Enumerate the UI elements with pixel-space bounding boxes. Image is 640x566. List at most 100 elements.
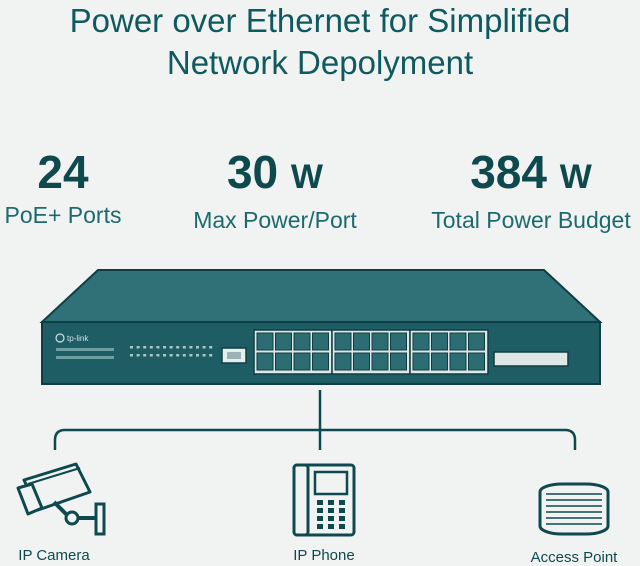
brand-text: tp-link xyxy=(67,334,89,343)
status-led xyxy=(169,346,173,349)
model-label-strip xyxy=(56,356,114,359)
switch-svg: tp-link xyxy=(39,269,603,385)
device-label: IP Camera xyxy=(18,547,90,564)
status-led xyxy=(149,354,153,357)
status-leds xyxy=(130,346,213,357)
status-led xyxy=(156,354,160,357)
keypad-key xyxy=(339,508,345,513)
status-led xyxy=(196,354,199,357)
stat-max-power: 30 W Max Power/Port xyxy=(180,146,370,235)
ethernet-port xyxy=(256,332,274,351)
keypad-key xyxy=(317,500,323,505)
status-led xyxy=(202,354,206,357)
status-led xyxy=(149,346,153,349)
status-led xyxy=(182,354,186,357)
keypad xyxy=(317,500,345,529)
ethernet-port xyxy=(468,352,485,371)
device-ip-camera: IP Camera xyxy=(0,462,124,564)
ethernet-port xyxy=(275,332,292,351)
stat-label: Total Power Budget xyxy=(431,207,631,233)
status-led xyxy=(130,346,133,349)
stat-value: 384 W xyxy=(418,146,640,203)
status-led xyxy=(136,346,140,349)
status-led xyxy=(156,346,160,349)
keypad-key xyxy=(317,508,323,513)
network-switch: tp-link xyxy=(38,268,604,390)
ethernet-port xyxy=(431,332,448,351)
ethernet-port xyxy=(293,332,311,351)
device-ip-phone: IP Phone xyxy=(254,462,394,564)
title-line-2: Network Depolyment xyxy=(166,44,474,81)
ethernet-port xyxy=(275,352,292,371)
ethernet-port xyxy=(468,332,485,351)
keypad-key xyxy=(339,524,345,529)
ip-phone-icon xyxy=(292,463,356,537)
ethernet-port xyxy=(412,352,430,371)
stat-number: 24 xyxy=(37,146,89,198)
stat-power-budget: 384 W Total Power Budget xyxy=(418,146,640,235)
status-led xyxy=(136,354,140,357)
tp-link-logo: tp-link xyxy=(55,333,89,343)
keypad-key xyxy=(328,524,334,529)
status-led xyxy=(143,354,147,357)
console-port-inner xyxy=(227,352,241,359)
branch-line xyxy=(53,428,577,450)
ethernet-port xyxy=(449,352,467,371)
stat-number: 384 xyxy=(470,146,547,198)
status-led xyxy=(189,346,193,349)
status-led xyxy=(130,354,133,357)
switch-top-face xyxy=(39,269,603,323)
stat-unit: W xyxy=(559,158,592,196)
status-led xyxy=(176,354,180,357)
stat-unit: W xyxy=(290,158,324,196)
stat-label: PoE+ Ports xyxy=(4,202,122,228)
vent-lines xyxy=(546,493,602,525)
ethernet-ports xyxy=(253,329,489,375)
connector-lines xyxy=(53,390,577,450)
keypad-key xyxy=(317,516,323,521)
ethernet-port xyxy=(390,352,407,371)
ethernet-port xyxy=(371,332,389,351)
stat-value: 24 xyxy=(0,146,130,198)
keypad-key xyxy=(317,524,323,529)
model-label-strip xyxy=(56,348,114,351)
ethernet-port xyxy=(256,352,274,371)
status-led xyxy=(176,346,180,349)
status-led xyxy=(202,346,206,349)
status-led xyxy=(196,346,199,349)
sfp-slot xyxy=(493,351,569,367)
ethernet-port xyxy=(371,352,389,371)
device-label: Access Point xyxy=(530,549,618,566)
stat-label: Max Power/Port xyxy=(193,207,357,233)
ethernet-port xyxy=(334,332,352,351)
ethernet-port xyxy=(312,352,329,371)
ethernet-port xyxy=(312,332,329,351)
status-led xyxy=(182,346,186,349)
ethernet-port xyxy=(353,352,370,371)
status-led xyxy=(189,354,193,357)
status-led xyxy=(163,346,166,349)
status-led xyxy=(143,346,147,349)
keypad-key xyxy=(339,500,345,505)
status-led xyxy=(163,354,166,357)
ethernet-port xyxy=(293,352,311,371)
stat-value: 30 W xyxy=(180,146,370,203)
stat-number: 30 xyxy=(226,146,279,198)
ethernet-port xyxy=(334,352,352,371)
device-access-point: Access Point xyxy=(504,480,640,566)
keypad-key xyxy=(339,516,345,521)
page-title: Power over Ethernet for Simplified Netwo… xyxy=(0,0,640,84)
ethernet-port xyxy=(390,332,407,351)
keypad-key xyxy=(328,508,334,513)
device-label: IP Phone xyxy=(293,547,355,564)
title-line-1: Power over Ethernet for Simplified xyxy=(69,2,571,39)
ethernet-port xyxy=(412,332,430,351)
keypad-key xyxy=(328,516,334,521)
access-point-icon xyxy=(538,482,610,536)
ip-camera-icon xyxy=(16,462,106,536)
ethernet-port xyxy=(449,332,467,351)
ethernet-port xyxy=(353,332,370,351)
status-led xyxy=(169,354,173,357)
keypad-key xyxy=(328,500,334,505)
status-led xyxy=(209,354,213,357)
